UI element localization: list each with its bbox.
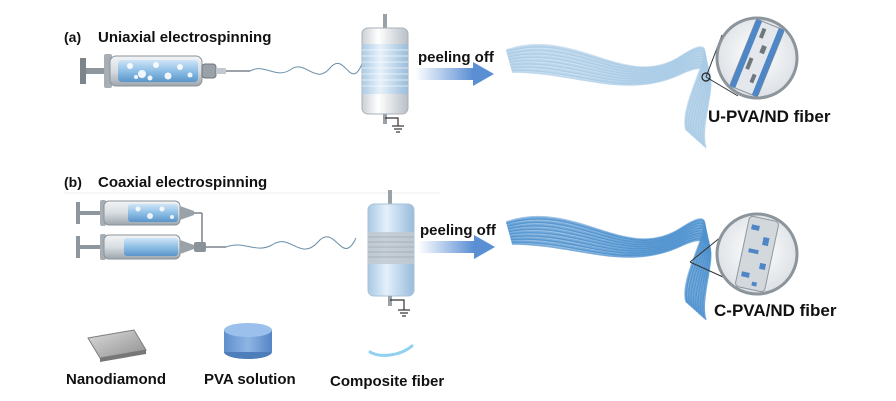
legend-pva-solution-label: PVA solution [204, 371, 296, 388]
coaxial-collector-drum [367, 190, 415, 306]
panel-a-action-label: peeling off [418, 49, 494, 66]
fiber-strand [511, 239, 712, 321]
panel-a-product-label: U-PVA/ND fiber [708, 107, 831, 126]
ground-symbol [385, 117, 404, 133]
coaxial-syringe-bottom [76, 234, 226, 260]
panel-b-action-label: peeling off [420, 222, 496, 239]
uniaxial-zoom-lens [701, 16, 799, 100]
pva-solution-legend-icon [224, 323, 272, 359]
uniaxial-fiber-bundle [505, 44, 712, 149]
panel-a-tag: (a) [64, 29, 82, 45]
peel-arrow-b [418, 235, 495, 259]
composite-fiber-legend-icon [368, 344, 414, 357]
panel-b-tag: (b) [64, 174, 82, 190]
fiber-strand [511, 67, 712, 149]
legend-composite-fiber-label: Composite fiber [330, 373, 445, 390]
coaxial-jet [225, 236, 357, 250]
uniaxial-jet [249, 62, 363, 75]
coaxial-zoom-lens [689, 212, 799, 296]
coaxial-syringe-top [76, 200, 203, 243]
ground-symbol-b [390, 299, 410, 317]
panel-a-title: Uniaxial electrospinning [98, 29, 272, 46]
peel-arrow [415, 62, 494, 86]
panel-b-product-label: C-PVA/ND fiber [714, 301, 837, 320]
panel-b-title: Coaxial electrospinning [98, 174, 268, 191]
uniaxial-syringe [80, 54, 250, 88]
nanodiamond-legend-icon [87, 329, 147, 362]
uniaxial-collector-drum [361, 14, 409, 124]
legend-nanodiamond-label: Nanodiamond [66, 371, 166, 388]
coaxial-fiber-bundle [505, 216, 712, 321]
